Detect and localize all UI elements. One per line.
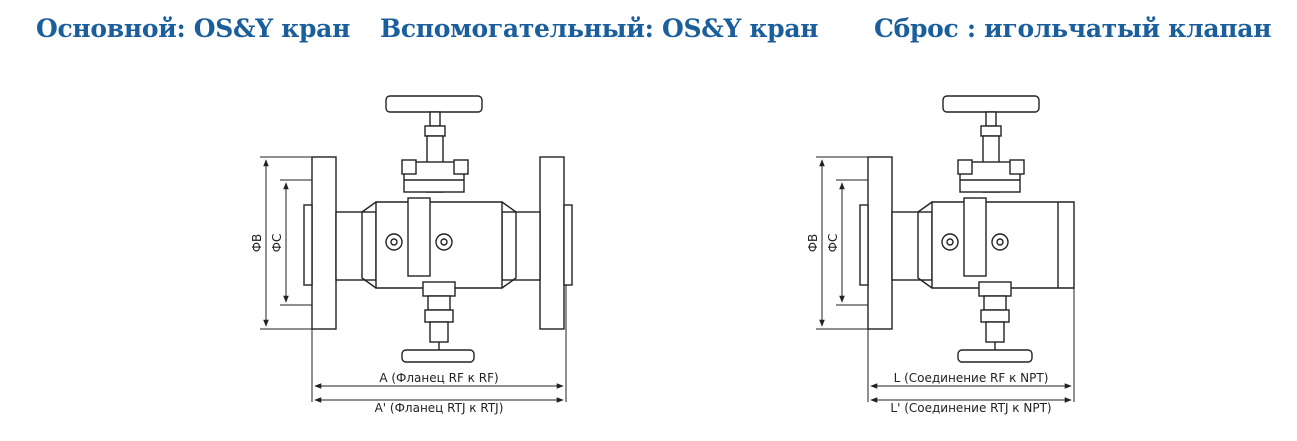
center-plate: [963, 197, 987, 277]
body-bolt-left: [941, 233, 959, 251]
flange-face: [859, 204, 869, 286]
title-main-valve: Основной: OS&Y кран: [36, 14, 351, 43]
right-neck: [501, 211, 541, 281]
left-valve-drawing: [303, 95, 573, 363]
header: Основной: OS&Y кран Вспомогательный: OS&…: [0, 14, 1297, 54]
title-auxiliary-valve: Вспомогательный: OS&Y кран: [380, 14, 819, 43]
bonnet-bolt-left: [401, 159, 417, 175]
bottom-bonnet: [427, 295, 451, 311]
left-neck: [335, 211, 377, 281]
right-dim-outer-dia: ФB: [806, 234, 820, 253]
body-bolt-left: [385, 233, 403, 251]
bottom-packing-nut: [424, 309, 454, 323]
right-dimensions: [816, 156, 1075, 403]
left-dim-inner-dia: ФC: [270, 234, 284, 253]
left-length-label: A (Фланец RF к RF): [379, 371, 498, 385]
title-drain-valve: Сброс : игольчатый клапан: [874, 14, 1272, 43]
top-collar: [424, 125, 446, 137]
bottom-hex-nut: [422, 281, 456, 297]
flange: [867, 156, 893, 330]
right-length-label-alt: L' (Соединение RTJ к NPT): [890, 401, 1051, 415]
top-stem-nut: [429, 111, 441, 127]
bottom-hex-nut: [978, 281, 1012, 297]
bonnet-bolt-right: [1009, 159, 1025, 175]
bottom-stem: [429, 321, 449, 343]
bottom-handle: [401, 349, 475, 363]
right-flange: [539, 156, 565, 330]
left-length-label-alt: A' (Фланец RTJ к RTJ): [375, 401, 504, 415]
left-dim-outer-dia: ФB: [250, 234, 264, 253]
neck: [891, 211, 933, 281]
bottom-packing-nut: [980, 309, 1010, 323]
left-dimensions: [260, 156, 567, 403]
body-bolt-right: [991, 233, 1009, 251]
top-handwheel: [942, 95, 1040, 113]
right-length-label: L (Соединение RF к NPT): [894, 371, 1049, 385]
center-plate: [407, 197, 431, 277]
top-stem-nut: [985, 111, 997, 127]
bottom-bonnet: [983, 295, 1007, 311]
right-flange-face: [563, 204, 573, 286]
right-dim-inner-dia: ФC: [826, 234, 840, 253]
bottom-stem: [985, 321, 1005, 343]
left-flange: [311, 156, 337, 330]
bonnet-bolt-right: [453, 159, 469, 175]
bottom-handle: [957, 349, 1033, 363]
bonnet-bolt-left: [957, 159, 973, 175]
right-valve-drawing: [859, 95, 1075, 363]
top-handwheel: [385, 95, 483, 113]
left-flange-face: [303, 204, 313, 286]
top-collar: [980, 125, 1002, 137]
body-bolt-right: [435, 233, 453, 251]
